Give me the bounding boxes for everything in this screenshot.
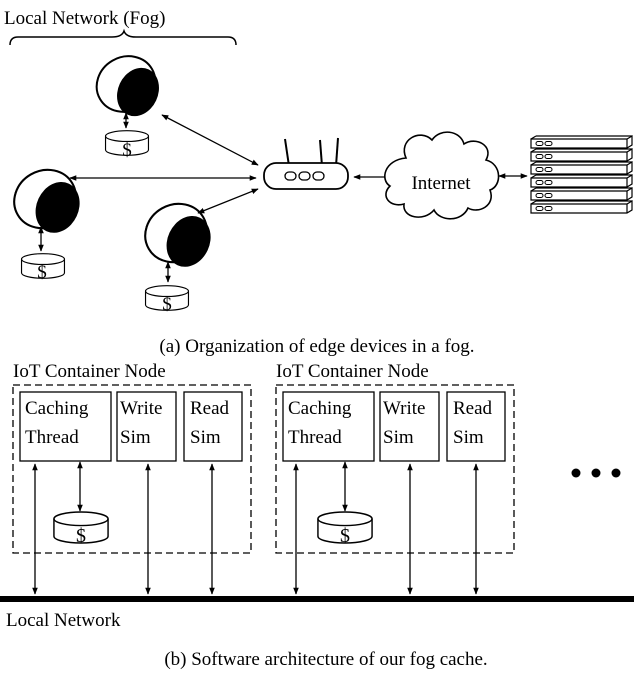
cache-1-symbol: $ bbox=[122, 140, 132, 161]
cache-3-symbol: $ bbox=[162, 294, 172, 315]
edge-camera-3 bbox=[133, 191, 220, 276]
node-2-caching-line2: Thread bbox=[288, 427, 342, 448]
camera-1-router-link bbox=[161, 114, 259, 166]
fog-region-label: Local Network (Fog) bbox=[4, 8, 165, 29]
caption-b: (b) Software architecture of our fog cac… bbox=[164, 649, 487, 670]
node-2-write-line1: Write bbox=[383, 398, 426, 419]
node-1-caching-line1: Caching bbox=[25, 398, 89, 419]
node-2-caching-line1: Caching bbox=[288, 398, 352, 419]
edge-camera-1 bbox=[85, 44, 168, 125]
node-1-read-sim-box bbox=[183, 391, 243, 462]
container-node-2: IoT Container Node Caching Thread Write … bbox=[275, 361, 515, 554]
node-2-read-sim-box bbox=[446, 391, 506, 462]
node-1-caching-thread-box bbox=[19, 391, 112, 462]
local-network-label: Local Network bbox=[6, 610, 121, 631]
node-1-read-line1: Read bbox=[190, 398, 230, 419]
node-2-boundary bbox=[275, 384, 515, 554]
caption-a: (a) Organization of edge devices in a fo… bbox=[159, 336, 474, 357]
wifi-router-icon bbox=[263, 137, 349, 190]
node-2-read-line2: Sim bbox=[453, 427, 484, 448]
fog-region-brace bbox=[9, 28, 237, 46]
node-1-read-line2: Sim bbox=[190, 427, 221, 448]
node-2-read-line1: Read bbox=[453, 398, 493, 419]
edge-camera-2 bbox=[2, 157, 89, 242]
node-1-write-line1: Write bbox=[120, 398, 163, 419]
node-2-label: IoT Container Node bbox=[276, 361, 429, 382]
node-1-cache-symbol: $ bbox=[76, 525, 86, 547]
server-rack-icon bbox=[530, 135, 633, 214]
node-1-caching-line2: Thread bbox=[25, 427, 79, 448]
node-1-write-sim-box bbox=[116, 391, 177, 462]
cache-2-symbol: $ bbox=[37, 262, 47, 283]
container-node-1: IoT Container Node Caching Thread Write … bbox=[12, 361, 252, 554]
node-2-cache-symbol: $ bbox=[340, 525, 350, 547]
internet-cloud-icon bbox=[384, 131, 500, 220]
camera-3-router-link bbox=[197, 188, 259, 214]
software-architecture-diagram: IoT Container Node Caching Thread Write … bbox=[0, 361, 634, 670]
more-nodes-ellipsis bbox=[571, 468, 621, 478]
internet-label: Internet bbox=[411, 173, 471, 194]
node-1-boundary bbox=[12, 384, 252, 554]
node-2-write-sim-box bbox=[379, 391, 440, 462]
fog-organization-diagram: Local Network (Fog) $ $ $ bbox=[2, 8, 633, 357]
node-1-write-line2: Sim bbox=[120, 427, 151, 448]
node-2-caching-thread-box bbox=[282, 391, 375, 462]
bus-connections bbox=[32, 463, 479, 595]
local-network-bus bbox=[0, 596, 634, 602]
node-2-write-line2: Sim bbox=[383, 427, 414, 448]
node-1-label: IoT Container Node bbox=[13, 361, 166, 382]
